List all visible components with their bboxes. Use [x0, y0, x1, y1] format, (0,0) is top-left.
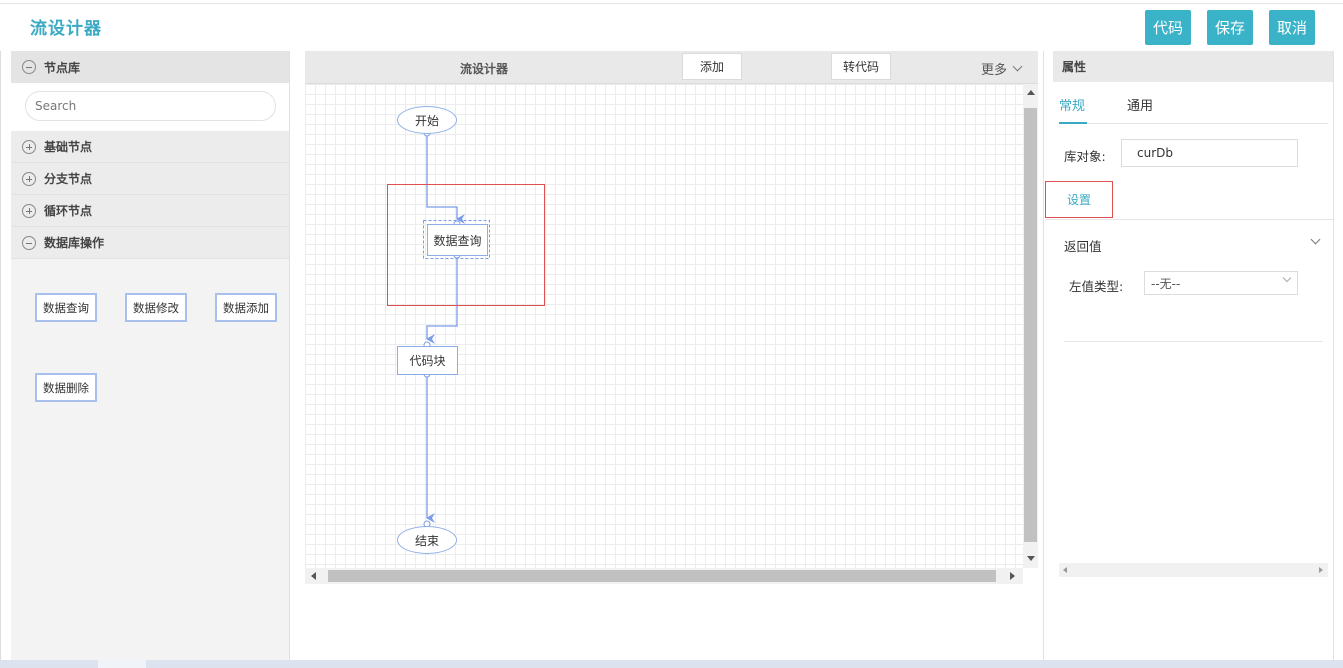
properties-horizontal-scrollbar[interactable] — [1059, 563, 1328, 577]
canvas-title: 流设计器 — [460, 62, 509, 76]
category-label: 循环节点 — [44, 204, 93, 218]
db-object-input[interactable] — [1121, 139, 1298, 167]
tab-general[interactable]: 常规 — [1059, 99, 1086, 114]
properties-header: 属性 — [1053, 51, 1333, 82]
node-chip-insert[interactable]: 数据添加 — [215, 293, 277, 322]
settings-divider — [1045, 219, 1333, 220]
expand-icon — [22, 139, 36, 154]
vertical-scrollbar[interactable] — [1023, 84, 1038, 568]
horizontal-scroll-thumb[interactable] — [328, 570, 996, 582]
tab-common[interactable]: 通用 — [1127, 99, 1154, 114]
node-chip-delete[interactable]: 数据删除 — [35, 373, 97, 402]
highlight-box — [387, 184, 545, 306]
page-scrollbar[interactable] — [0, 660, 1343, 668]
connector-query-code — [426, 255, 458, 344]
flow-node-query[interactable]: 数据查询 — [427, 224, 488, 256]
scroll-left-icon[interactable] — [311, 572, 316, 580]
scroll-down-icon[interactable] — [1027, 556, 1035, 561]
canvas-toolbar: 流设计器 添加 转代码 更多 — [305, 51, 1038, 84]
vertical-scroll-thumb[interactable] — [1024, 108, 1037, 542]
collapse-icon — [22, 60, 36, 74]
scroll-right-icon[interactable] — [1319, 567, 1323, 573]
section-divider — [1064, 341, 1323, 342]
tab-bar-line — [1059, 123, 1328, 124]
search-input[interactable] — [25, 91, 276, 121]
category-branch[interactable]: 分支节点 — [11, 163, 289, 195]
page-scroll-thumb[interactable] — [98, 660, 146, 668]
connector-start-query — [426, 133, 465, 224]
add-button[interactable]: 添加 — [682, 53, 742, 80]
chevron-down-icon — [1012, 61, 1023, 72]
collapse-icon — [22, 235, 36, 250]
expand-icon — [22, 203, 36, 218]
tab-active-indicator — [1059, 122, 1087, 124]
flow-connectors — [423, 129, 490, 528]
to-code-button[interactable]: 转代码 — [831, 53, 891, 80]
left-type-label: 左值类型: — [1069, 279, 1124, 294]
right-edge — [1333, 51, 1334, 660]
code-button[interactable]: 代码 — [1145, 10, 1191, 45]
node-library-title: 节点库 — [44, 60, 81, 75]
top-border — [0, 3, 1343, 4]
search-container — [11, 83, 289, 131]
cancel-button[interactable]: 取消 — [1269, 10, 1315, 45]
database-node-list: 数据查询 数据修改 数据添加 数据删除 — [11, 259, 289, 659]
designer-canvas-panel: 流设计器 添加 转代码 更多 — [305, 51, 1038, 584]
flow-node-end[interactable]: 结束 — [397, 526, 457, 554]
category-database[interactable]: 数据库操作 — [11, 227, 289, 259]
more-label: 更多 — [981, 63, 1008, 78]
node-library-header[interactable]: 节点库 — [11, 51, 289, 83]
right-divider — [1043, 51, 1044, 660]
left-edge — [0, 51, 1, 660]
db-object-label: 库对象: — [1064, 149, 1106, 164]
chevron-down-icon — [1282, 273, 1292, 283]
scroll-up-icon[interactable] — [1027, 90, 1035, 95]
scroll-left-icon[interactable] — [1063, 567, 1067, 573]
tab-settings[interactable]: 设置 — [1045, 181, 1113, 218]
category-label: 基础节点 — [44, 140, 93, 154]
category-label: 分支节点 — [44, 172, 93, 186]
chevron-down-icon[interactable] — [1310, 234, 1321, 245]
selection-outline — [423, 220, 490, 259]
node-chip-update[interactable]: 数据修改 — [125, 293, 187, 322]
left-type-select[interactable]: --无-- — [1144, 271, 1298, 295]
more-menu[interactable]: 更多 — [981, 59, 1023, 78]
scroll-right-icon[interactable] — [1010, 572, 1015, 580]
horizontal-scrollbar[interactable] — [305, 568, 1023, 584]
return-value-title: 返回值 — [1064, 239, 1102, 254]
node-library-panel: 节点库 基础节点 分支节点 循环节点 数据库操作 数据查询 数据修改 数据添加 … — [11, 51, 290, 660]
left-type-value: --无-- — [1151, 276, 1181, 291]
save-button[interactable]: 保存 — [1207, 10, 1253, 45]
category-basic[interactable]: 基础节点 — [11, 131, 289, 163]
category-loop[interactable]: 循环节点 — [11, 195, 289, 227]
expand-icon — [22, 171, 36, 186]
properties-panel: 属性 常规 通用 库对象: 设置 返回值 左值类型: --无-- — [1045, 51, 1333, 660]
category-label: 数据库操作 — [44, 236, 105, 250]
flow-canvas[interactable]: 开始 数据查询 代码块 结束 — [305, 84, 1023, 568]
page-title: 流设计器 — [30, 19, 102, 39]
flow-node-start[interactable]: 开始 — [397, 106, 457, 134]
node-chip-query[interactable]: 数据查询 — [35, 293, 97, 322]
flow-node-code-block[interactable]: 代码块 — [397, 346, 458, 375]
